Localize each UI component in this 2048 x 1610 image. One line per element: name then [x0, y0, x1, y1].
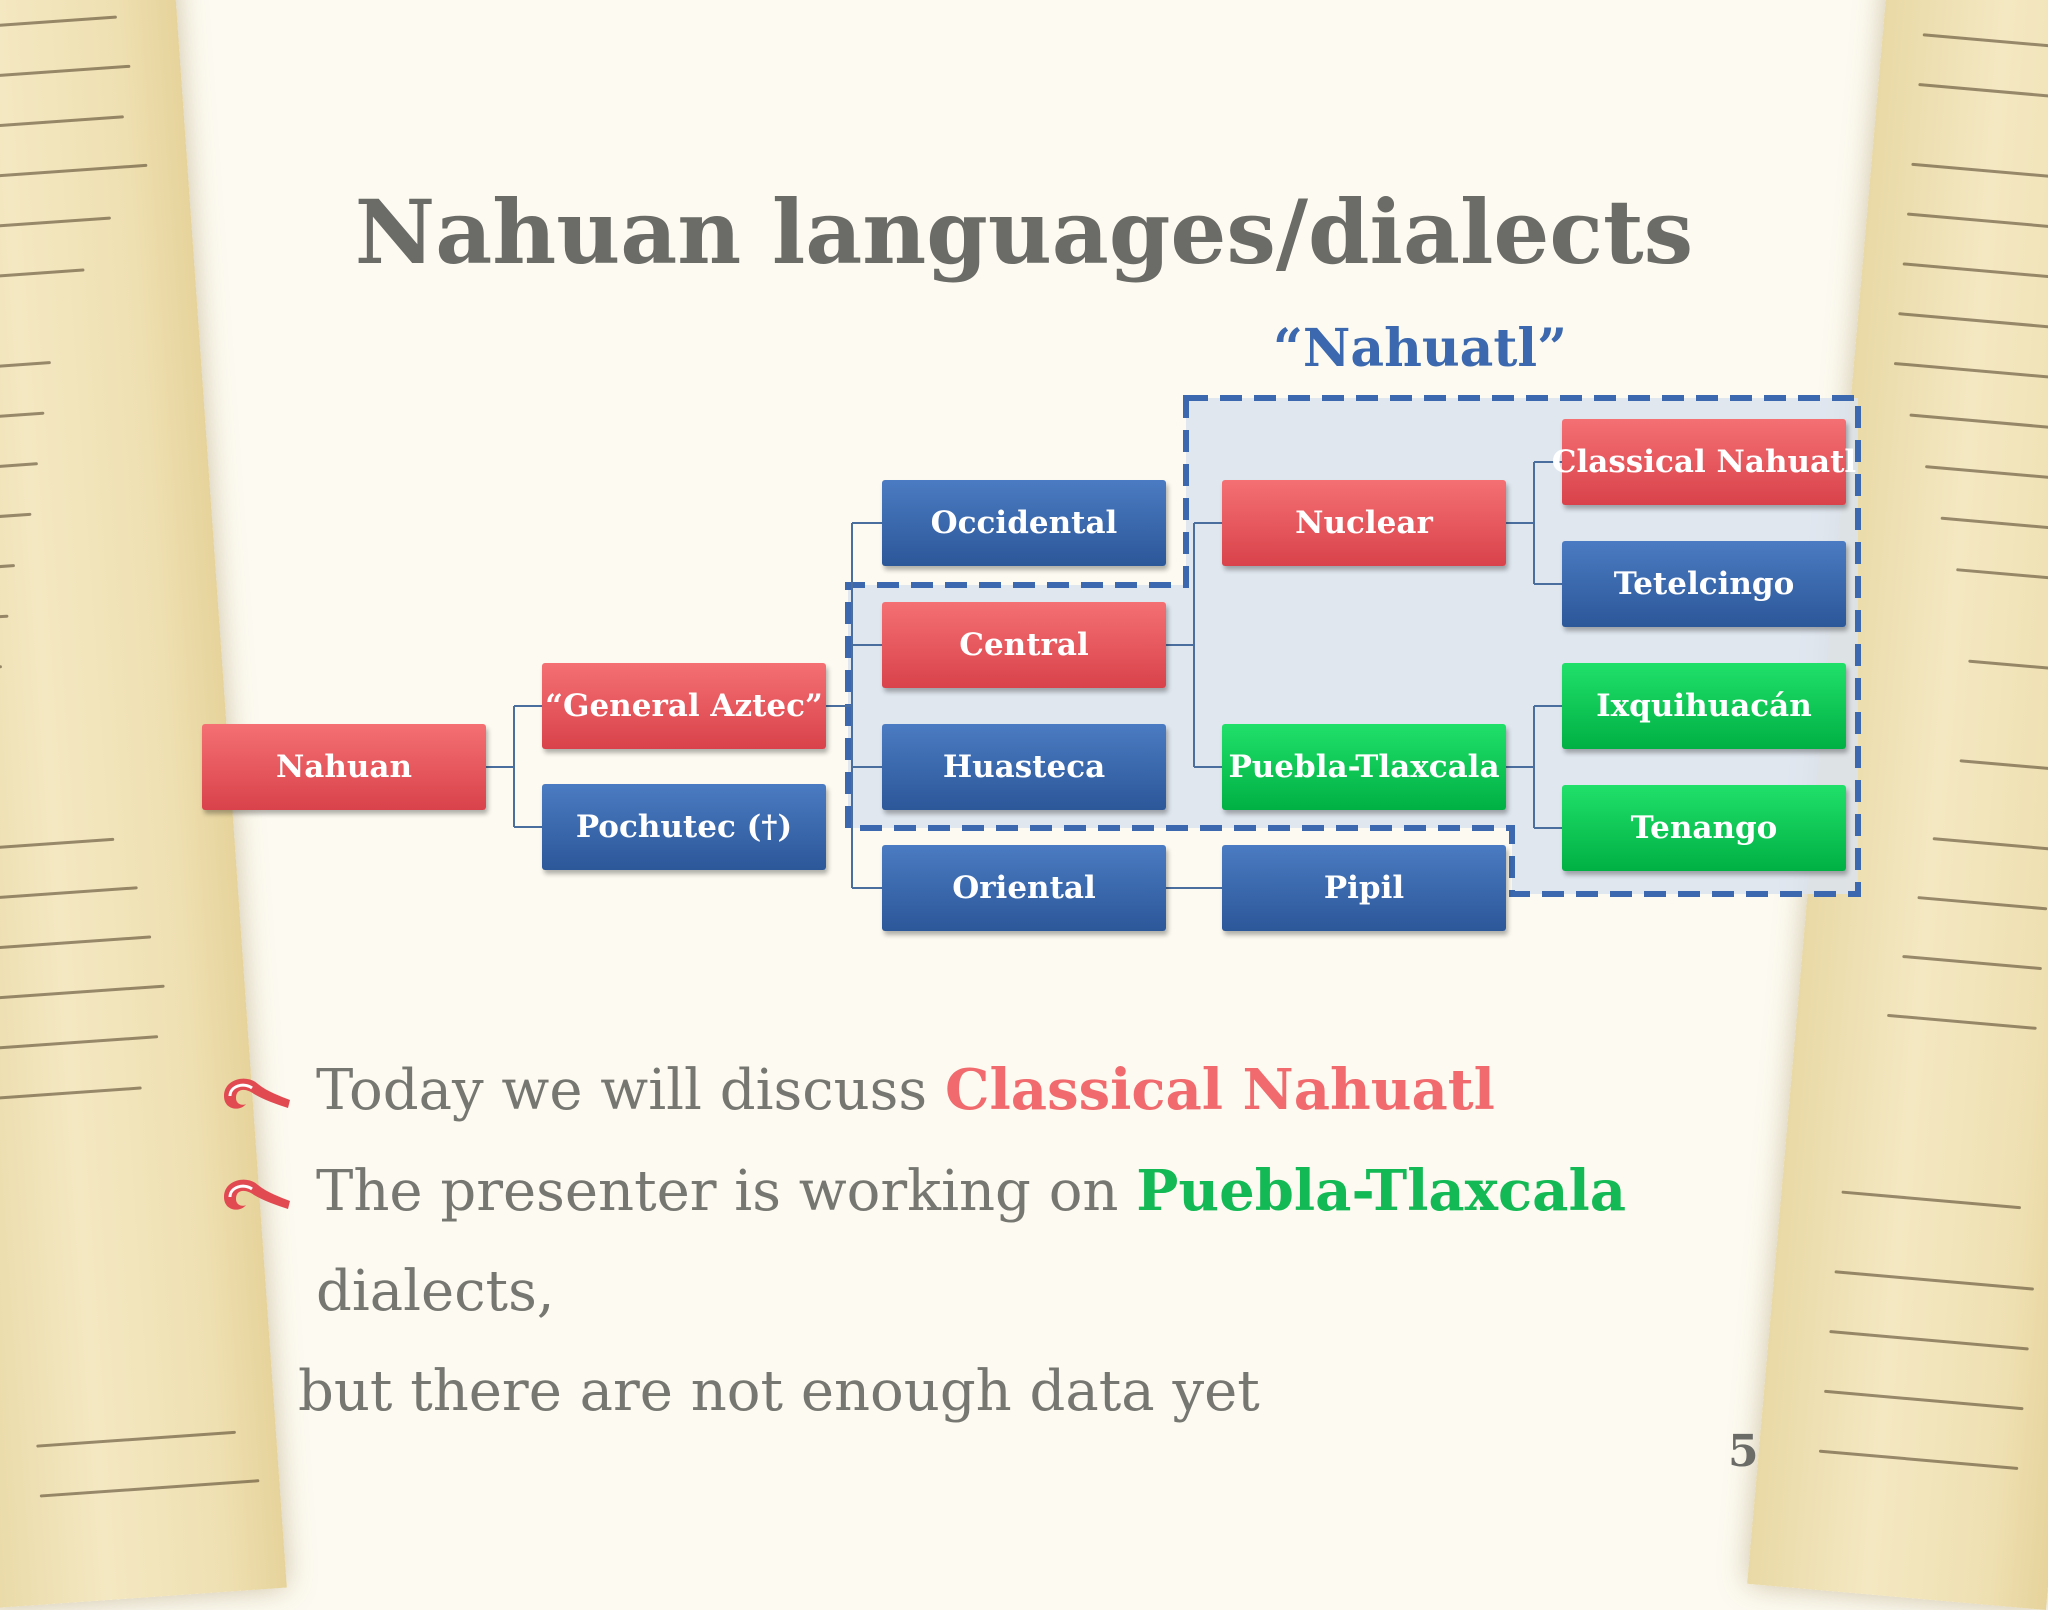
node-nuclear: Nuclear — [1222, 480, 1506, 566]
node-ixquihuacan: Ixquihuacán — [1562, 663, 1846, 749]
bullet2-suffix: dialects, — [316, 1259, 555, 1324]
node-huasteca: Huasteca — [882, 724, 1166, 810]
node-tenango: Tenango — [1562, 785, 1846, 871]
node-oriental: Oriental — [882, 845, 1166, 931]
bullet-item: The presenter is working on Puebla-Tlaxc… — [218, 1141, 1838, 1342]
node-pochutec: Pochutec (†) — [542, 784, 826, 870]
bullet1-highlight: Classical Nahuatl — [944, 1057, 1495, 1123]
bullet2-text: The presenter is working on — [316, 1159, 1137, 1224]
node-general-aztec: “General Aztec” — [542, 663, 826, 749]
bullet-list: Today we will discuss Classical Nahuatl … — [218, 1040, 1838, 1442]
node-pipil: Pipil — [1222, 845, 1506, 931]
bullet-item: Today we will discuss Classical Nahuatl — [218, 1040, 1838, 1141]
node-central: Central — [882, 602, 1166, 688]
bullet2-highlight: Puebla-Tlaxcala — [1136, 1158, 1626, 1224]
slide-title: Nahuan languages/dialects — [354, 180, 1694, 284]
nahuatl-group-label: “Nahuatl” — [1272, 318, 1568, 379]
bullet2-continuation: but there are not enough data yet — [298, 1359, 1260, 1424]
node-tetelcingo: Tetelcingo — [1562, 541, 1846, 627]
curl-bullet-icon — [224, 1078, 290, 1109]
bullet1-text: Today we will discuss — [316, 1058, 945, 1123]
node-puebla-tlaxcala: Puebla-Tlaxcala — [1222, 724, 1506, 810]
node-nahuan: Nahuan — [202, 724, 486, 810]
node-classical-nahuatl: Classical Nahuatl — [1552, 419, 1856, 505]
page-number: 5 — [1728, 1426, 1759, 1477]
curl-bullet-icon — [224, 1179, 290, 1210]
node-occidental: Occidental — [882, 480, 1166, 566]
